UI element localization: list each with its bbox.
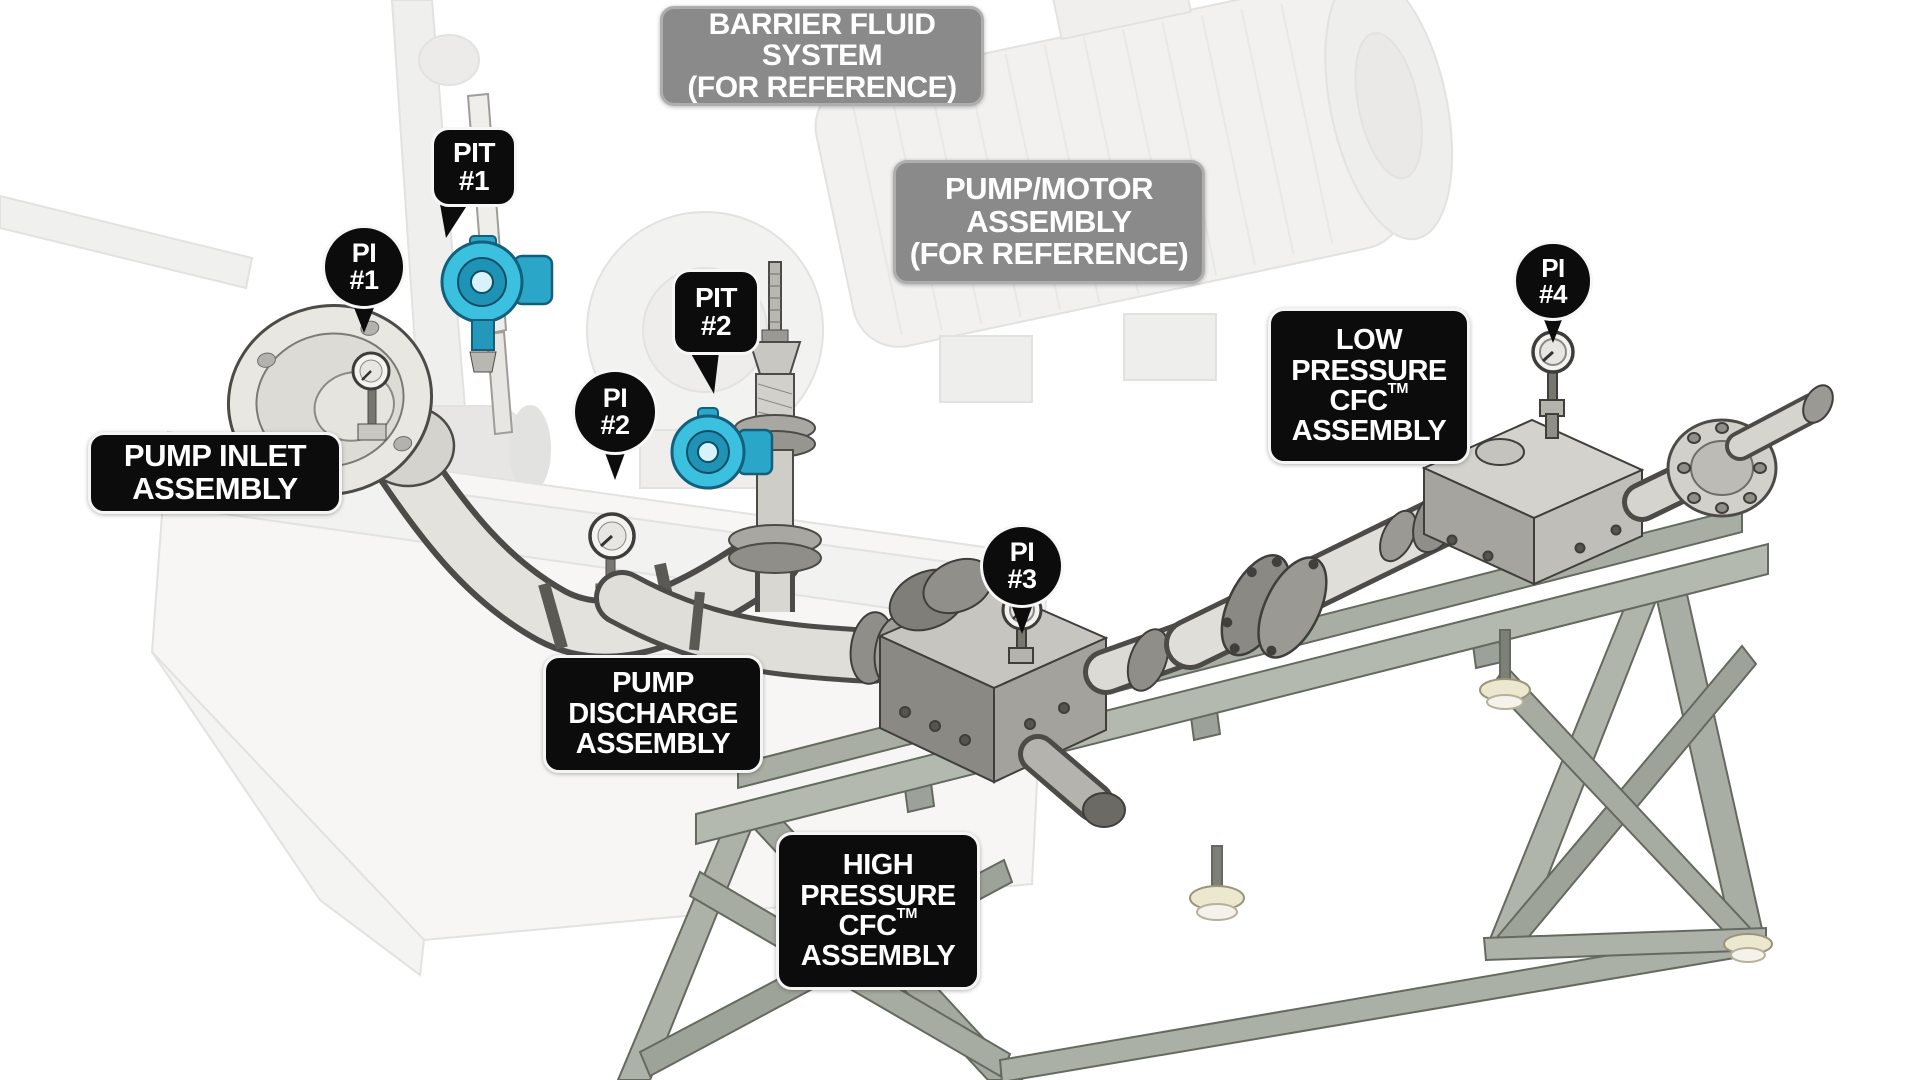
callout-pi3-tail	[1011, 604, 1033, 634]
callout-line: PI	[1541, 253, 1565, 283]
callout-line: #2	[700, 310, 732, 341]
callout-pump-motor-assembly: PUMP/MOTOR ASSEMBLY (FOR REFERENCE)	[893, 160, 1205, 284]
leveling-foot	[1723, 933, 1773, 963]
callout-line: CFCTM	[838, 905, 918, 942]
callout-line: PUMP	[612, 667, 694, 700]
callout-barrier-fluid-system: BARRIER FLUID SYSTEM (FOR REFERENCE)	[660, 6, 984, 106]
callout-line: ASSEMBLY	[966, 203, 1132, 239]
callout-line: BARRIER FLUID	[708, 7, 936, 41]
discharge-valve-stack	[588, 261, 822, 612]
callout-pi3: PI #3	[980, 524, 1064, 608]
outlet-flange	[1622, 384, 1834, 522]
callout-pump-inlet-assembly: PUMP INLET ASSEMBLY	[88, 432, 342, 514]
callout-line: PI	[1009, 537, 1035, 567]
pipe-flange-pair	[1220, 553, 1328, 659]
callout-high-pressure-cfc-assembly: HIGH PRESSURE CFCTM ASSEMBLY	[776, 832, 980, 990]
callout-line: HIGH	[842, 849, 914, 882]
callout-line: ASSEMBLY	[800, 940, 956, 973]
pit2-transmitter	[670, 407, 774, 490]
callout-pi1-tail	[353, 305, 375, 333]
callout-line: PIT	[452, 137, 496, 168]
callout-line: PUMP INLET	[123, 438, 307, 474]
callout-pump-discharge-assembly: PUMP DISCHARGE ASSEMBLY	[543, 655, 763, 773]
callout-line: PRESSURE	[1291, 354, 1447, 387]
callout-line: LOW	[1335, 324, 1403, 357]
callout-line: (FOR REFERENCE)	[687, 70, 957, 104]
callout-low-pressure-cfc-assembly: LOW PRESSURE CFCTM ASSEMBLY	[1268, 308, 1470, 464]
callout-line: CFCTM	[1329, 380, 1409, 417]
callout-pi1: PI #1	[322, 225, 406, 309]
low-pressure-cfc-block	[1412, 330, 1834, 586]
leveling-foot	[1189, 845, 1245, 921]
callout-line: #4	[1539, 279, 1567, 309]
interconnect-pipe	[1083, 492, 1474, 695]
callout-line: PI	[602, 383, 628, 413]
pi1-gauge	[351, 351, 391, 441]
callout-line: ASSEMBLY	[132, 471, 298, 506]
callout-line: #1	[349, 265, 379, 295]
callout-line: #1	[458, 165, 490, 196]
callout-line: (FOR REFERENCE)	[909, 236, 1189, 272]
callout-line: PRESSURE	[800, 879, 956, 912]
callout-pi4: PI #4	[1513, 241, 1593, 321]
callout-pi2-tail	[604, 450, 626, 480]
callout-line: PUMP/MOTOR	[945, 171, 1154, 207]
callout-line: PI	[351, 238, 377, 268]
leveling-foot	[1479, 629, 1531, 710]
callout-line: #3	[1007, 564, 1037, 594]
callout-line: SYSTEM	[761, 39, 883, 73]
callout-line: DISCHARGE	[568, 697, 738, 730]
callout-pit2: PIT #2	[672, 269, 760, 355]
callout-pi2: PI #2	[572, 369, 658, 455]
callout-line: PIT	[694, 282, 738, 313]
pit1-transmitter	[440, 92, 554, 436]
callout-line: ASSEMBLY	[575, 728, 731, 761]
callout-pit1-tail	[440, 204, 468, 238]
callout-pit2-tail	[690, 352, 719, 394]
callout-line: ASSEMBLY	[1291, 415, 1447, 448]
callout-pit1: PIT #1	[431, 127, 517, 207]
callout-line: #2	[600, 410, 630, 440]
callout-pi4-tail	[1543, 317, 1563, 343]
